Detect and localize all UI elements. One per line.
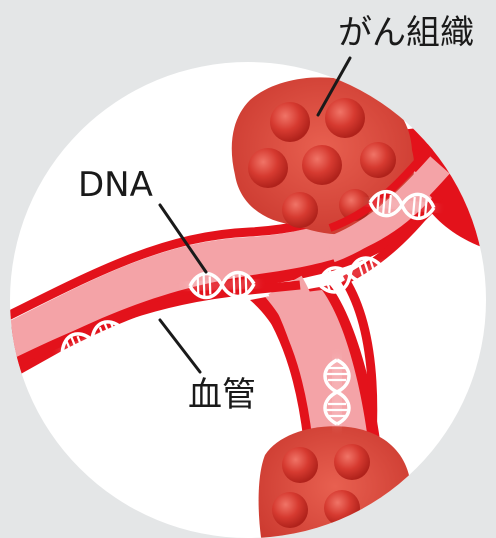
dna-leader: [158, 203, 208, 274]
cancer-tissue-bottom: [258, 426, 412, 538]
vessel-leader: [158, 318, 202, 374]
cancer-tissue-leader: [316, 56, 352, 117]
dna-label: DNA: [78, 165, 153, 205]
blood-vessel-label: 血管: [188, 375, 256, 415]
cancer-tissue-label: がん組織: [338, 13, 474, 53]
cancer-tissue-top: [231, 77, 415, 235]
